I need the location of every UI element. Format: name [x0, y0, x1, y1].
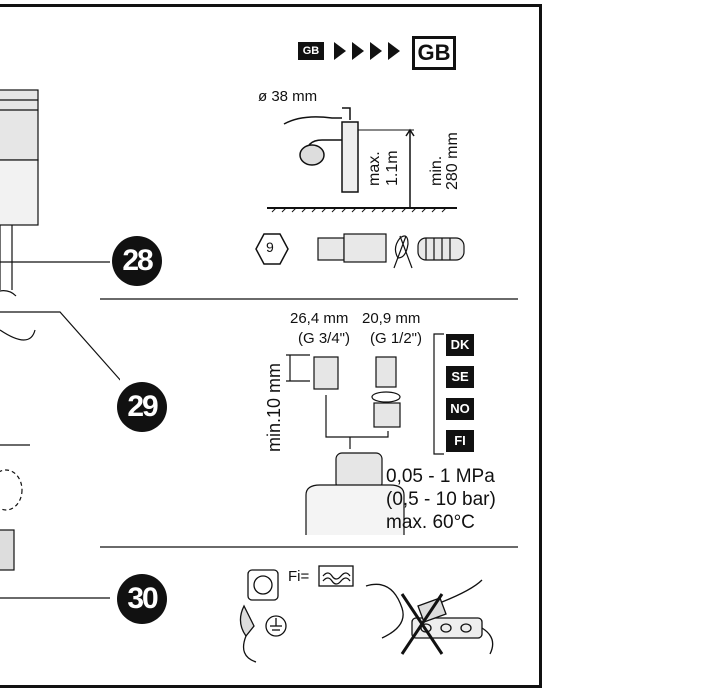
drain-max-value: 1.1m	[384, 150, 401, 186]
size-1-label: 26,4 mm	[290, 310, 349, 327]
step-28-badge: 28	[112, 236, 162, 286]
country-se: SE	[446, 366, 474, 388]
thread-1-label: (G 3/4")	[298, 330, 351, 347]
hose-badge-number: 9	[266, 239, 274, 255]
arrows-icon	[334, 42, 400, 60]
country-bracket	[433, 333, 444, 455]
drain-siphon-diagram	[267, 107, 457, 213]
step-30-badge: 30	[117, 574, 167, 624]
drain-diameter-label: ø 38 mm	[258, 88, 318, 105]
size-2-label: 20,9 mm	[362, 310, 421, 327]
drain-max-label: max.	[366, 151, 383, 186]
country-dk: DK	[446, 334, 474, 356]
gb-target-badge: GB	[412, 36, 456, 70]
rcd-wave-icon	[318, 565, 354, 587]
drain-min-value: 280 mm	[444, 132, 461, 190]
pressure-bar: (0,5 - 10 bar)	[386, 489, 496, 510]
fi-label: Fi=	[288, 568, 310, 585]
hexagon-badge-icon	[255, 233, 289, 265]
country-fi: FI	[446, 430, 474, 452]
pressure-mpa: 0,05 - 1 MPa	[386, 466, 495, 487]
thread-2-label: (G 1/2")	[370, 330, 423, 347]
max-temperature: max. 60°C	[386, 512, 475, 533]
country-no: NO	[446, 398, 474, 420]
appliance-illustration	[0, 89, 120, 599]
gb-source-badge: GB	[298, 42, 324, 60]
grounded-socket-icon	[239, 569, 287, 663]
section-divider	[100, 298, 518, 300]
hose-clamp-illustration	[317, 233, 465, 269]
step-29-badge: 29	[117, 382, 167, 432]
section-divider-2	[100, 546, 518, 548]
page-frame	[0, 4, 542, 688]
no-extension-cord-icon	[365, 579, 494, 655]
water-tap-diagram	[286, 354, 405, 535]
